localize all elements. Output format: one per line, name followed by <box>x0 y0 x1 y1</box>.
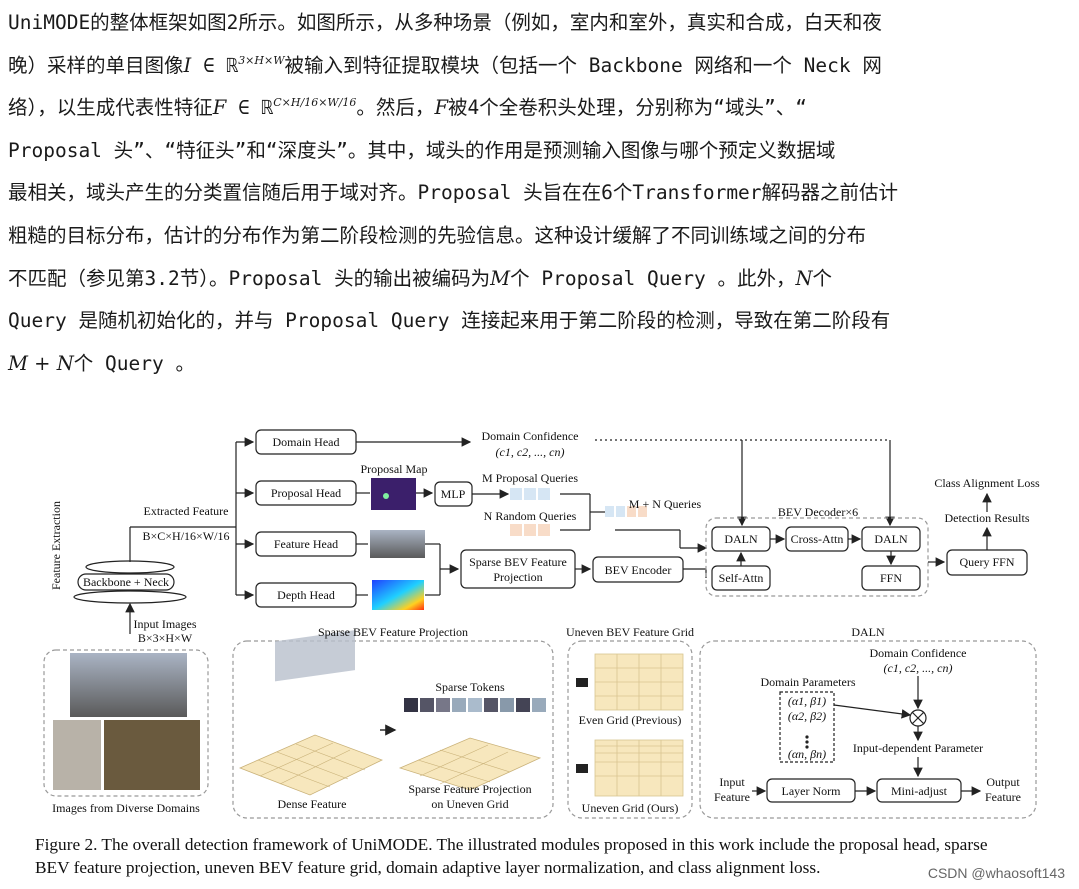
para-line: 不匹配（参见第3.2节）。Proposal 头的输出被编码为M个 Proposa… <box>8 266 833 290</box>
bev-encoder-label: BEV Encoder <box>605 563 672 577</box>
domain-confidence-label: Domain Confidence <box>482 429 579 443</box>
images-domains-label: Images from Diverse Domains <box>52 801 200 815</box>
proposal-map-label: Proposal Map <box>361 462 428 476</box>
class-alignment-loss-label: Class Alignment Loss <box>934 476 1040 490</box>
even-grid-label: Even Grid (Previous) <box>579 713 682 727</box>
para-line: Proposal 头”、“特征头”和“深度头”。其中，域头的作用是预测输入图像与… <box>8 138 836 162</box>
figure-caption: Figure 2. The overall detection framewor… <box>35 833 1045 879</box>
n-queries-label: N Random Queries <box>484 509 577 523</box>
output-feature-label2: Feature <box>985 790 1021 804</box>
para-line: M + N个 Query 。 <box>8 351 195 375</box>
body-paragraph: UniMODE的整体框架如图2所示。如图所示，从多种场景（例如，室内和室外，真实… <box>8 2 1074 385</box>
mn-queries-label: M + N Queries <box>629 497 702 511</box>
watermark: CSDN @whaosoft143 <box>927 865 1065 881</box>
even-grid <box>594 653 684 711</box>
mlp-label: MLP <box>441 487 466 501</box>
sparse-feature-grid <box>398 737 542 791</box>
input-image-street <box>70 653 187 717</box>
param-1: (α1, β1) <box>788 694 826 708</box>
caption-line: Figure 2. The overall detection framewor… <box>35 835 988 854</box>
uneven-grid-label: Uneven Grid (Ours) <box>582 801 679 815</box>
backbone-label: Backbone + Neck <box>83 575 169 589</box>
on-uneven-grid-label: on Uneven Grid <box>431 797 508 811</box>
para-line: Query 是随机初始化的，并与 Proposal Query 连接起来用于第二… <box>8 309 891 333</box>
domain-parameters-label: Domain Parameters <box>761 675 856 689</box>
sbfp-title: Sparse BEV Feature Projection <box>318 625 468 639</box>
uneven-grid <box>594 739 684 797</box>
camera-icon <box>576 764 588 773</box>
para-line: 络），以生成代表性特征F ∈ ℝC×H/16×W/16。然后，F被4个全卷积头处… <box>8 96 807 120</box>
para-line: UniMODE的整体框架如图2所示。如图所示，从多种场景（例如，室内和室外，真实… <box>8 11 882 34</box>
caption-line: BEV feature projection, uneven BEV featu… <box>35 858 821 877</box>
daln-label: DALN <box>874 532 908 546</box>
proposal-head-label: Proposal Head <box>271 486 341 500</box>
framework-diagram: Feature Extraction Backbone + Neck Input… <box>43 429 1040 819</box>
domain-head-label: Domain Head <box>273 435 340 449</box>
camera-icon <box>576 678 588 687</box>
mini-adjust-label: Mini-adjust <box>891 784 948 798</box>
cross-attn-label: Cross-Attn <box>791 532 844 546</box>
detection-results-label: Detection Results <box>945 511 1030 525</box>
input-images-label: Input Images <box>134 617 197 631</box>
input-feature-label: Input <box>719 775 745 789</box>
para-line: 晚）采样的单目图像I ∈ ℝ3×H×W被输入到特征提取模块（包括一个 Backb… <box>8 53 882 77</box>
extracted-dims-label: B×C×H/16×W/16 <box>143 529 230 543</box>
ffn-label: FFN <box>880 571 902 585</box>
layer-norm-label: Layer Norm <box>782 784 842 798</box>
para-line: 最相关，域头产生的分类置信随后用于域对齐。Proposal 头旨在在6个Tran… <box>8 181 899 205</box>
input-dependent-label: Input-dependent Parameter <box>853 741 983 755</box>
sparse-proj-label2: Projection <box>493 570 542 584</box>
para-line: 粗糙的目标分布，估计的分布作为第二阶段检测的先验信息。这种设计缓解了不同训练域之… <box>8 223 867 247</box>
param-n: (αn, βn) <box>788 747 826 761</box>
depth-head-label: Depth Head <box>277 588 335 602</box>
daln-label: DALN <box>724 532 758 546</box>
input-dims-label: B×3×H×W <box>138 631 193 645</box>
feature-head-label: Feature Head <box>274 537 338 551</box>
input-image-bike <box>53 720 101 790</box>
feature-extraction-label: Feature Extraction <box>49 501 63 590</box>
daln-domain-confidence-vars: (c1, c2, ..., cn) <box>884 661 953 675</box>
sparse-tokens <box>404 698 546 712</box>
input-feature-label2: Feature <box>714 790 750 804</box>
domain-confidence-vars: (c1, c2, ..., cn) <box>496 445 565 459</box>
m-queries-label: M Proposal Queries <box>482 471 578 485</box>
sparse-tokens-label: Sparse Tokens <box>435 680 505 694</box>
param-2: (α2, β2) <box>788 709 826 723</box>
bev-decoder-label: BEV Decoder×6 <box>778 505 858 519</box>
input-image-room <box>104 720 200 790</box>
daln-title: DALN <box>851 625 885 639</box>
output-feature-label: Output <box>986 775 1020 789</box>
query-ffn-label: Query FFN <box>959 555 1014 569</box>
daln-domain-confidence: Domain Confidence <box>870 646 967 660</box>
dense-feature-grid <box>238 630 384 796</box>
feature-head-image <box>370 530 425 558</box>
query-tokens <box>510 488 647 536</box>
dense-feature-label: Dense Feature <box>278 797 347 811</box>
self-attn-label: Self-Attn <box>719 571 764 585</box>
sparse-feature-projection-label: Sparse Feature Projection <box>408 782 531 796</box>
extracted-feature-label: Extracted Feature <box>144 504 229 518</box>
sparse-proj-label: Sparse BEV Feature <box>469 555 567 569</box>
depth-map-image <box>372 580 424 610</box>
uneven-grid-title: Uneven BEV Feature Grid <box>566 625 694 639</box>
proposal-map-image <box>371 478 416 510</box>
